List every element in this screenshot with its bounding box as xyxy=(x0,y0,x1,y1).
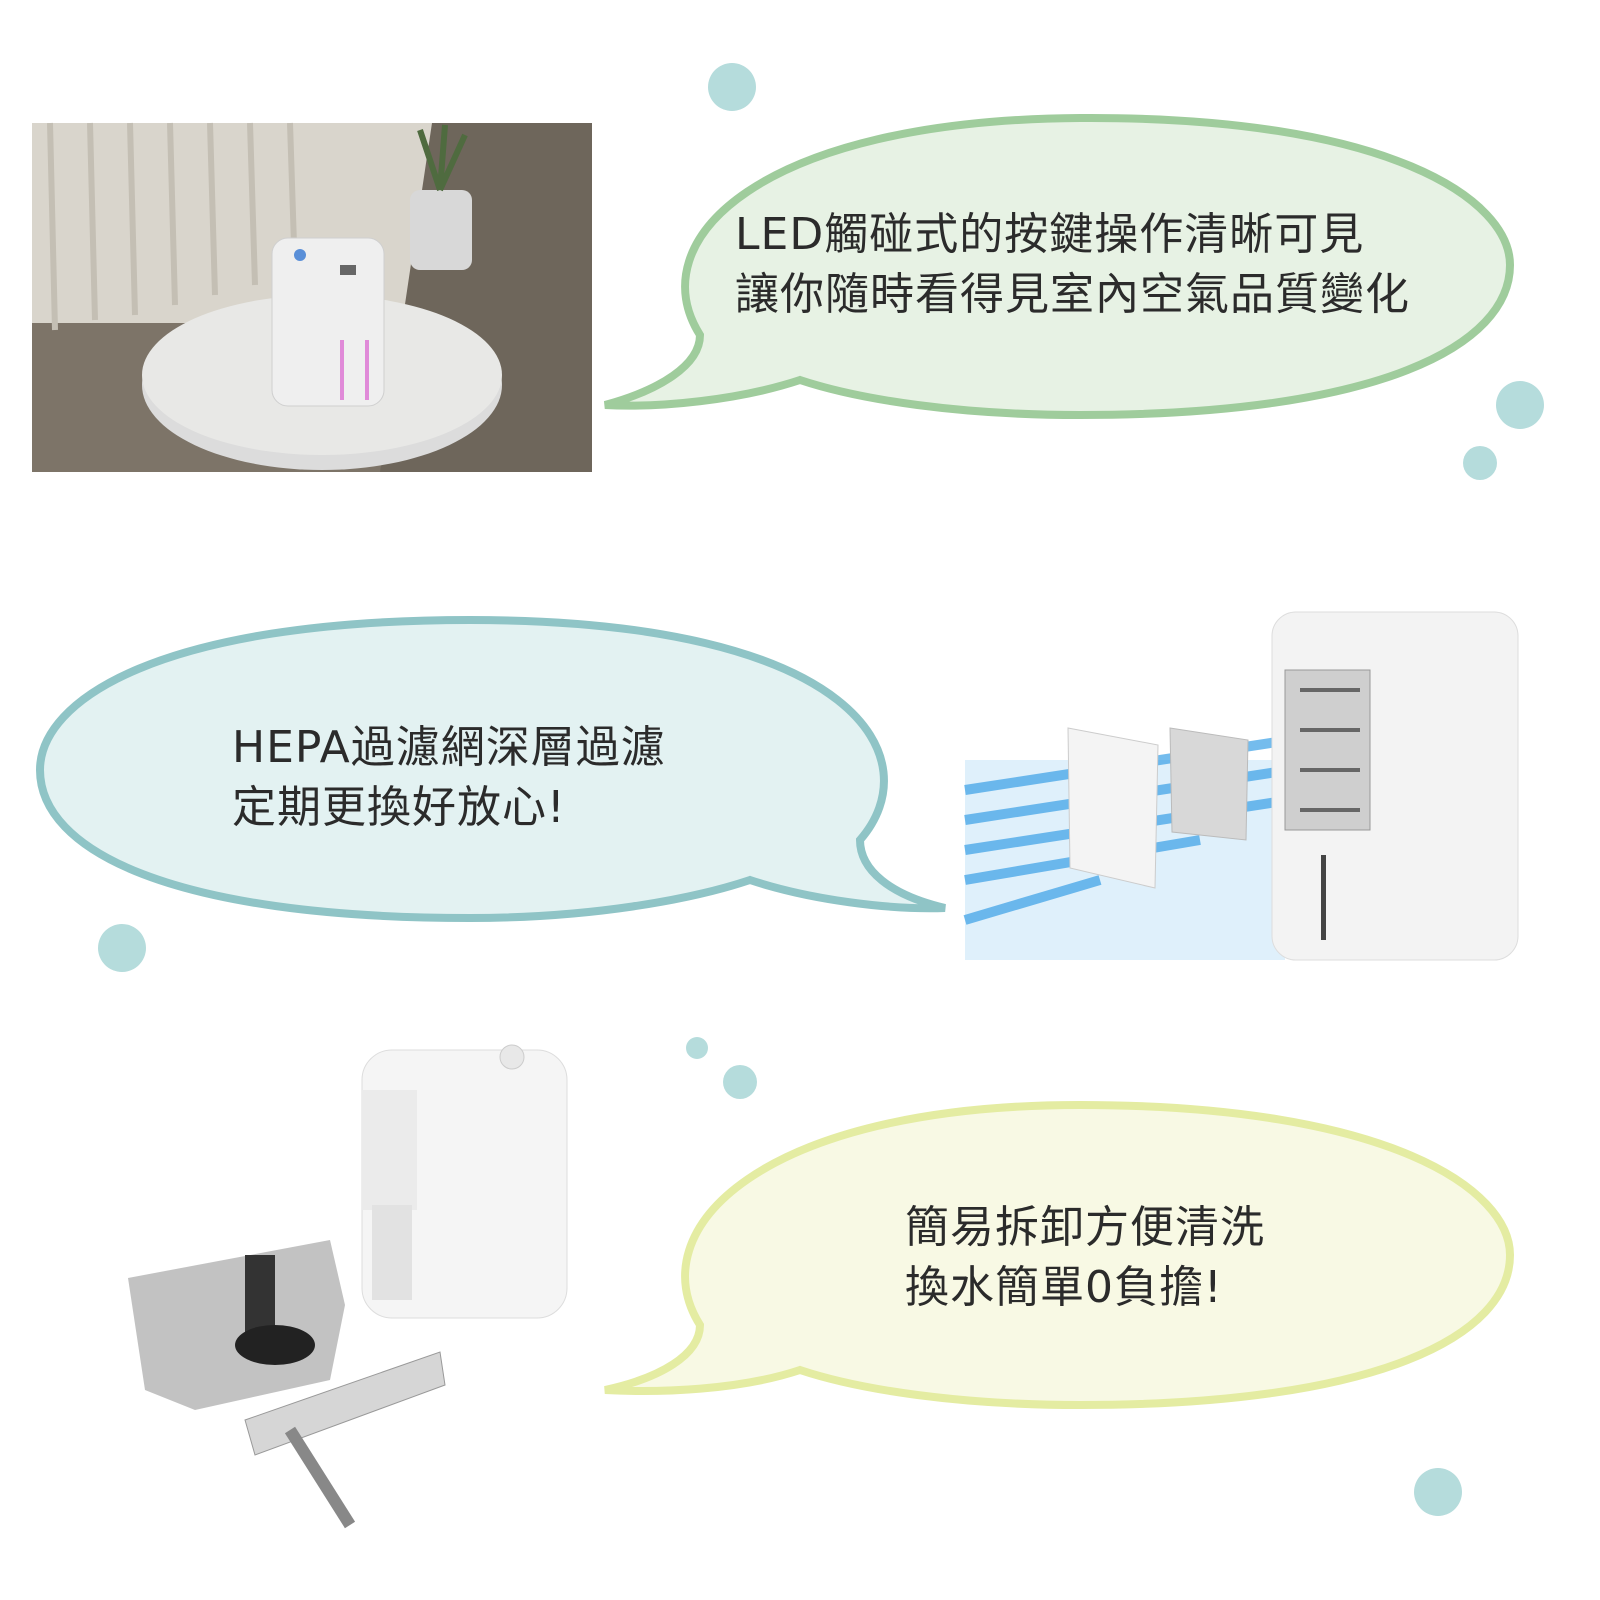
feature-text-hepa: HEPA過濾網深層過濾 定期更換好放心! xyxy=(232,718,666,838)
text-line: 換水簡單0負擔! xyxy=(905,1262,1223,1313)
speech-bubble-yellow xyxy=(604,1100,1515,1410)
text-line: 讓你隨時看得見室內空氣品質變化 xyxy=(735,269,1410,320)
speech-bubble-blue xyxy=(35,615,946,923)
feature-text-led: LED觸碰式的按鍵操作清晰可見 讓你隨時看得見室內空氣品質變化 xyxy=(735,205,1410,325)
decor-dot xyxy=(723,1065,757,1099)
text-line: HEPA過濾網深層過濾 xyxy=(232,722,666,773)
speech-bubble-green xyxy=(603,113,1515,420)
text-line: 簡易拆卸方便清洗 xyxy=(905,1202,1265,1253)
decor-dot xyxy=(1463,446,1497,480)
text-line: 定期更換好放心! xyxy=(232,782,566,833)
decor-dot xyxy=(1414,1468,1462,1516)
feature-text-cleaning: 簡易拆卸方便清洗 換水簡單0負擔! xyxy=(905,1198,1265,1318)
decor-dot xyxy=(98,924,146,972)
decor-dot xyxy=(708,63,756,111)
text-line: LED觸碰式的按鍵操作清晰可見 xyxy=(735,209,1365,260)
decor-dot xyxy=(686,1037,708,1059)
hepa-filter-airflow-illustration xyxy=(963,611,1519,961)
dehumidifier-on-table-photo xyxy=(32,122,592,472)
decor-dot xyxy=(1496,381,1544,429)
disassembled-water-tank-illustration xyxy=(128,1044,568,1529)
